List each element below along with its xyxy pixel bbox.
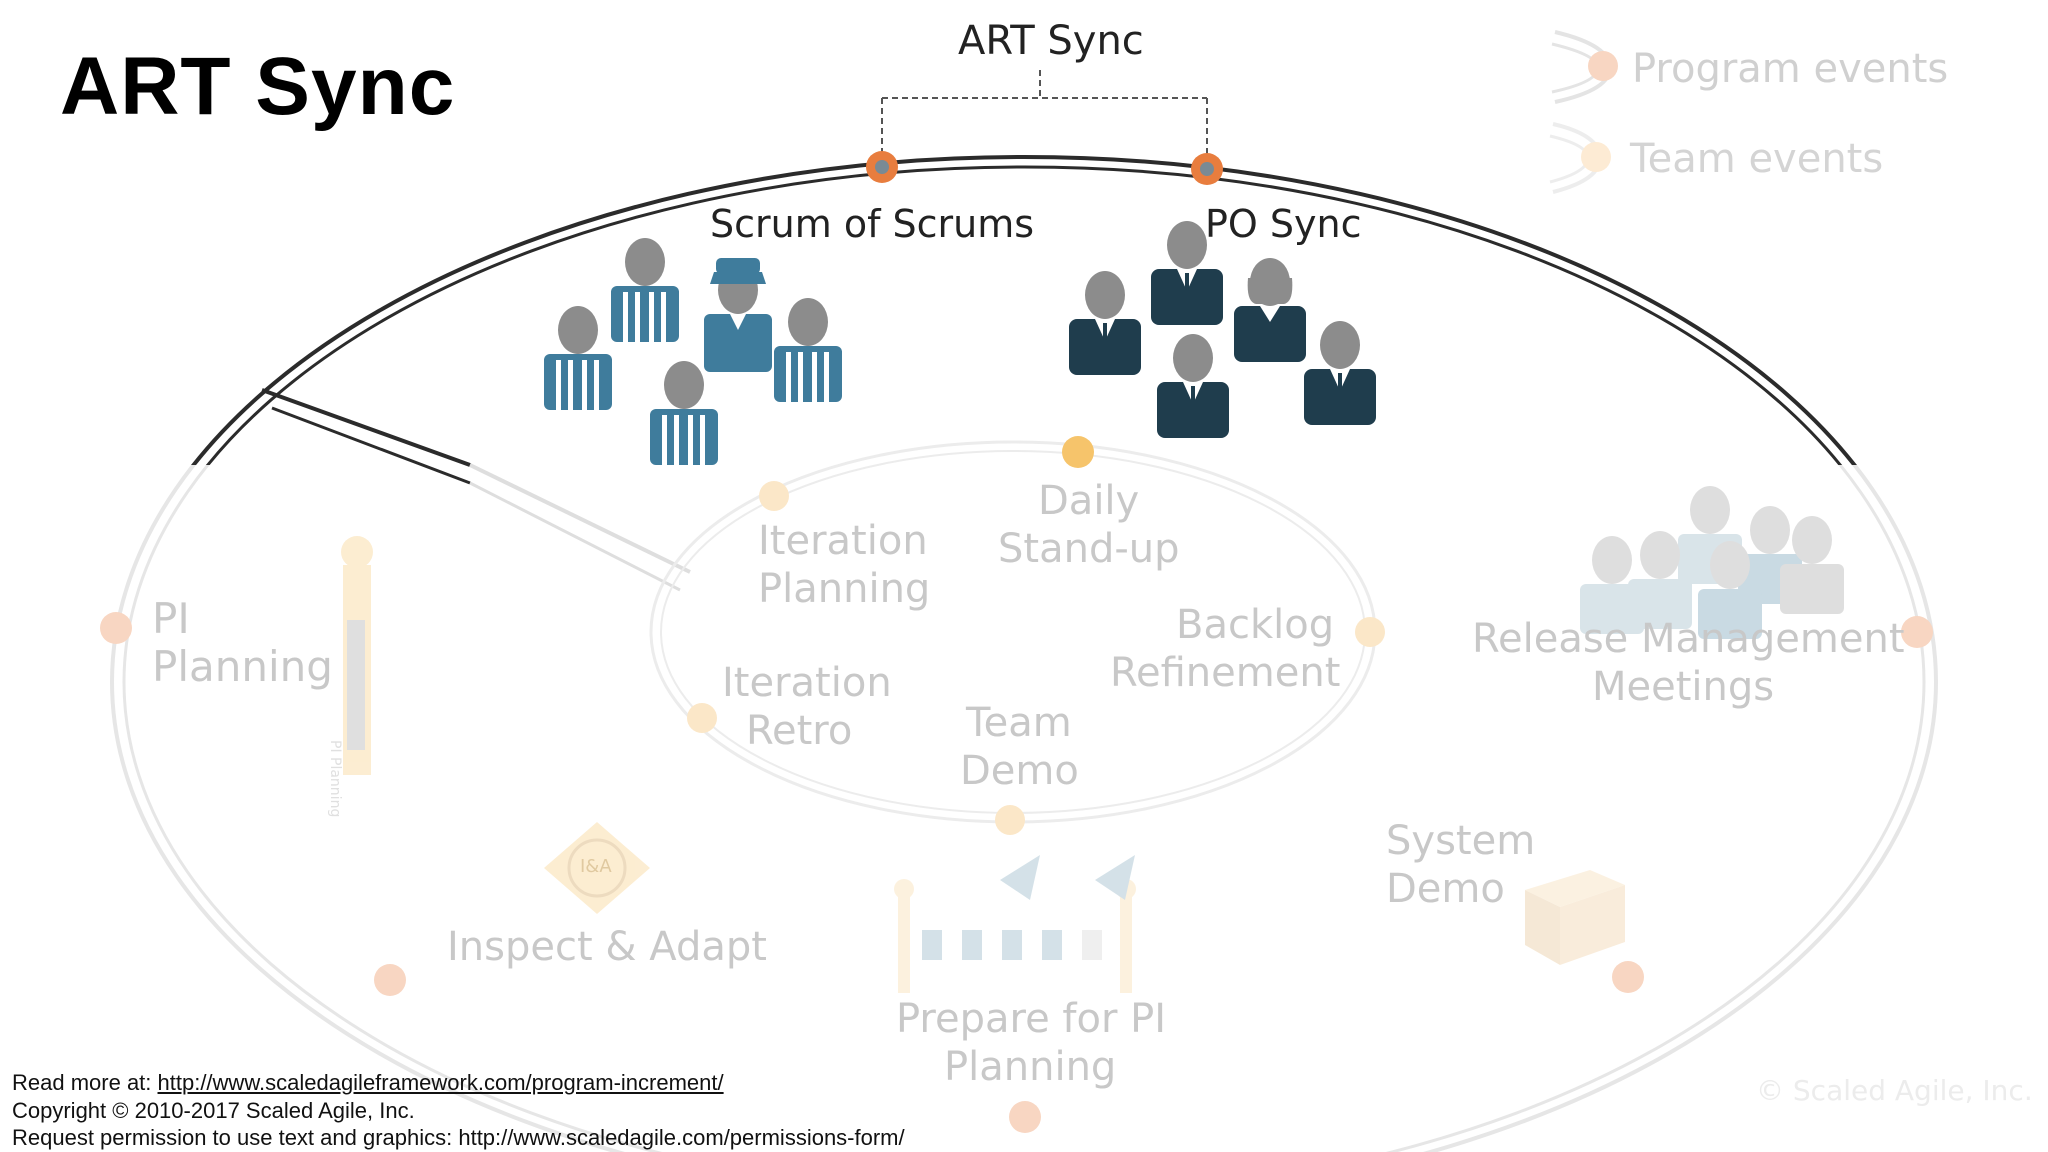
release-management-people-icon	[1580, 486, 1844, 639]
footer-read-more: Read more at: http://www.scaledagilefram…	[12, 1070, 724, 1096]
release-management-label-line2: Meetings	[1592, 664, 1775, 710]
pi-planning-board-icon	[341, 536, 373, 775]
scaled-agile-watermark: © Scaled Agile, Inc.	[1756, 1074, 2033, 1107]
footer-read-more-prefix: Read more at:	[12, 1070, 158, 1095]
iteration-retro-label-line1: Iteration	[722, 660, 892, 706]
legend-program-events-icon	[1551, 30, 1618, 104]
prepare-pi-planning-label-line1: Prepare for PI	[896, 996, 1167, 1042]
program-cycle-track	[110, 155, 1938, 1152]
backlog-refinement-label-line1: Backlog	[1176, 602, 1335, 648]
system-demo-label-line1: System	[1386, 818, 1536, 864]
program-event-dots	[100, 612, 1933, 1133]
art-sync-bracket	[881, 70, 1208, 158]
inspect-adapt-badge-label: I&A	[580, 856, 612, 877]
pi-planning-label-line2: Planning	[152, 642, 333, 691]
daily-standup-label-line1: Daily	[1038, 478, 1140, 524]
scrum-of-scrums-event-dot	[866, 151, 898, 183]
iteration-planning-label-line1: Iteration	[758, 518, 928, 564]
scrum-of-scrums-people-icon	[544, 238, 842, 465]
footer-copyright: Copyright © 2010-2017 Scaled Agile, Inc.	[12, 1098, 415, 1123]
legend-team-events-label: Team events	[1630, 136, 1884, 182]
po-sync-people-icon	[1069, 221, 1376, 438]
team-demo-label-line2: Demo	[960, 748, 1079, 794]
backlog-refinement-label-line2: Refinement	[1110, 650, 1341, 696]
pi-planning-label-line1: PI	[152, 594, 190, 643]
scrum-of-scrums-label: Scrum of Scrums	[710, 202, 1035, 246]
inspect-adapt-label: Inspect & Adapt	[447, 924, 767, 970]
iteration-retro-label-line2: Retro	[746, 708, 853, 754]
inspect-adapt-badge-icon	[544, 822, 650, 914]
system-demo-box-icon	[1525, 870, 1625, 965]
team-demo-label-line1: Team	[966, 700, 1072, 746]
legend-program-events-label: Program events	[1632, 46, 1949, 92]
prepare-pi-planning-boards-icon	[894, 855, 1136, 993]
pi-planning-board-label: PI Planning	[327, 740, 343, 818]
footer-read-more-link[interactable]: http://www.scaledagileframework.com/prog…	[157, 1070, 724, 1095]
legend-team-events-icon	[1549, 122, 1611, 194]
iteration-planning-label-line2: Planning	[758, 566, 931, 612]
daily-standup-label-line2: Stand-up	[998, 526, 1180, 572]
system-demo-label-line2: Demo	[1386, 866, 1505, 912]
footer-permission: Request permission to use text and graph…	[12, 1125, 905, 1150]
release-management-label-line1: Release Management	[1472, 616, 1905, 662]
po-sync-label: PO Sync	[1205, 202, 1362, 246]
art-sync-label: ART Sync	[958, 18, 1144, 64]
prepare-pi-planning-label-line2: Planning	[944, 1044, 1117, 1090]
slide-title: ART Sync	[60, 41, 456, 132]
team-event-dots	[687, 436, 1385, 835]
po-sync-event-dot	[1191, 153, 1223, 185]
